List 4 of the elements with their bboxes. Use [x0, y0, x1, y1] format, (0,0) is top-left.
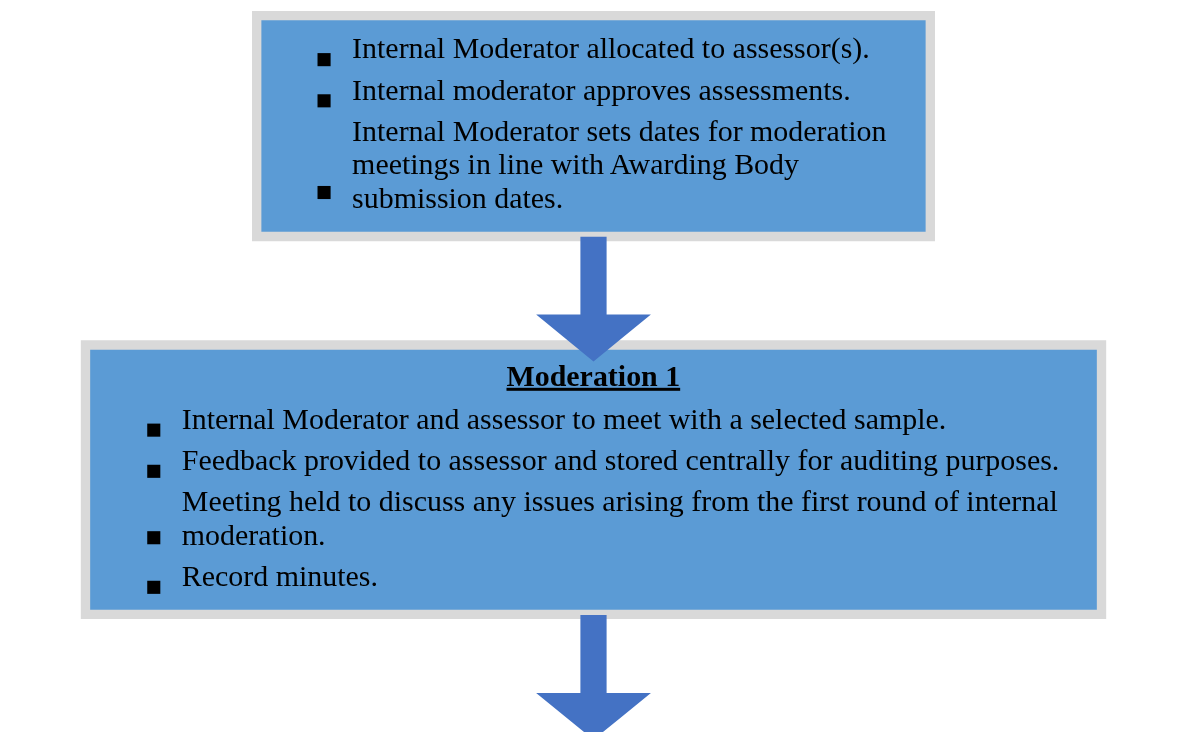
arrow — [535, 236, 651, 362]
node-box: Internal Moderator allocated to assessor(s). Internal moderator approves assessments. Internal Moderator sets dates for moderation meetings in line with Awarding Body submission dates. — [251, 11, 935, 242]
arrow — [535, 615, 651, 732]
node-box: Moderation 1 Internal Moderator and assessor to meet with a selected sample. Feedback provided to assessor and stored centrally for auditing purposes. Meeting held to discuss any issues arising from the first round of internal moderation. Record minutes. — [80, 340, 1106, 620]
